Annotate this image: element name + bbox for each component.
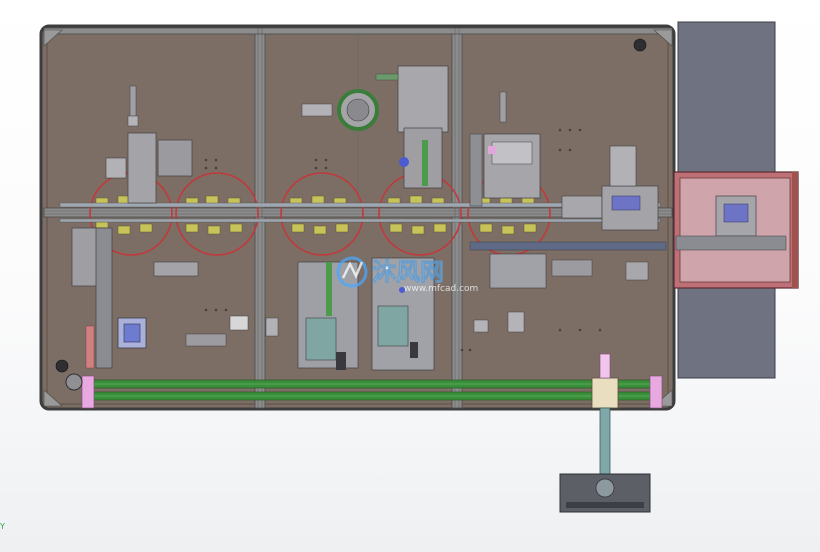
station-2	[265, 65, 449, 371]
rail-bracket	[591, 377, 619, 409]
left-knob	[55, 359, 69, 373]
pedestal-base	[559, 473, 651, 513]
pulley-wheel	[65, 373, 83, 391]
watermark-brand: 沐风网	[372, 258, 444, 286]
corner-knob	[633, 38, 647, 52]
watermark-url: www.mfcad.com	[404, 284, 478, 294]
conveyor-rails	[81, 375, 663, 409]
watermark: 沐风网 www.mfcad.com	[336, 256, 478, 294]
station-1	[71, 85, 249, 369]
control-cabinet	[673, 171, 799, 289]
pedestal-post	[599, 353, 611, 489]
mounting-holes	[204, 128, 602, 352]
transfer-track	[59, 202, 661, 223]
axis-label: Y	[0, 522, 5, 531]
station-3	[469, 91, 667, 333]
frame-beams	[43, 27, 673, 409]
watermark-logo-icon	[336, 256, 368, 288]
dial-fixtures	[95, 195, 597, 235]
